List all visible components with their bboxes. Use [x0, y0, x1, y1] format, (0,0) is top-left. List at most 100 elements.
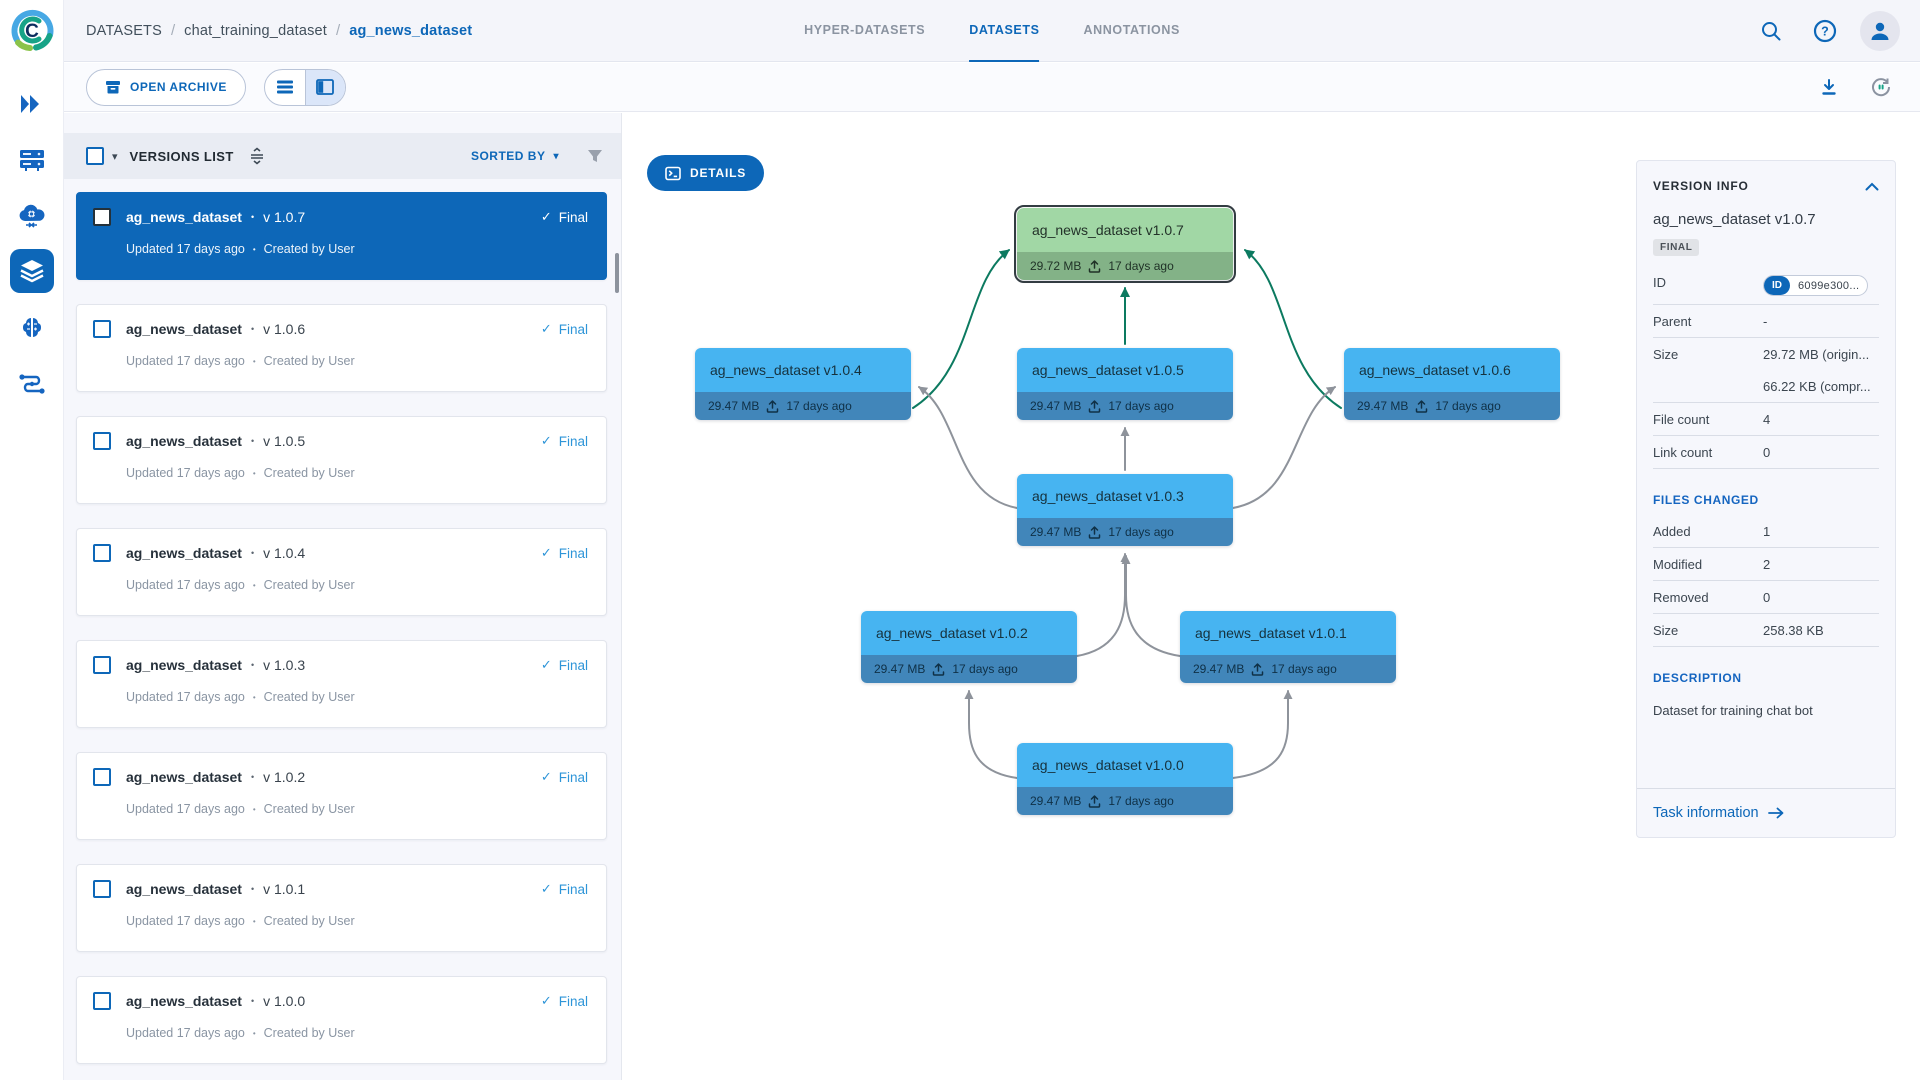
- updated-text: Updated 17 days ago: [126, 802, 245, 816]
- breadcrumb-item[interactable]: ag_news_dataset: [349, 22, 473, 39]
- version-status-label: Final: [558, 545, 588, 561]
- version-checkbox[interactable]: [93, 768, 111, 786]
- chevrons-icon: [21, 95, 39, 113]
- node-age: 17 days ago: [1108, 525, 1174, 539]
- breadcrumb-separator: /: [171, 22, 176, 39]
- sidebar-item-workers[interactable]: [12, 140, 52, 180]
- breadcrumb-item[interactable]: DATASETS: [86, 22, 162, 39]
- split-view-button[interactable]: [304, 69, 345, 105]
- sidebar-item-projects[interactable]: [12, 84, 52, 124]
- version-card-row: ag_news_dataset•v 1.0.6✓Final: [93, 320, 588, 338]
- svg-text:?: ?: [1821, 25, 1829, 39]
- tab-annotations[interactable]: ANNOTATIONS: [1083, 23, 1180, 37]
- auto-refresh-button[interactable]: [1862, 68, 1900, 106]
- upload-icon-wrap: [1088, 399, 1101, 413]
- info-label: Modified: [1653, 557, 1703, 572]
- version-info-name: ag_news_dataset v1.0.7: [1653, 211, 1816, 228]
- select-all-checkbox[interactable]: [86, 147, 104, 165]
- user-avatar[interactable]: [1860, 11, 1900, 51]
- version-number: v 1.0.0: [263, 993, 306, 1009]
- version-checkbox[interactable]: [93, 432, 111, 450]
- row-density-button[interactable]: [248, 147, 266, 165]
- help-button[interactable]: ?: [1806, 12, 1844, 50]
- version-number: v 1.0.7: [263, 209, 306, 225]
- tab-hyper-datasets[interactable]: HYPER-DATASETS: [804, 23, 926, 37]
- version-status-label: Final: [558, 209, 588, 225]
- table-view-button[interactable]: [265, 70, 305, 105]
- sorted-by-label: SORTED BY: [470, 149, 546, 163]
- archive-icon: [106, 81, 120, 94]
- creator-text: Created by User: [263, 802, 355, 816]
- dot-separator: •: [250, 884, 255, 894]
- task-information-link[interactable]: Task information: [1637, 788, 1895, 837]
- version-number: v 1.0.3: [263, 657, 306, 673]
- version-checkbox[interactable]: [93, 880, 111, 898]
- version-number: v 1.0.4: [263, 545, 306, 561]
- info-label: Size: [1653, 347, 1679, 362]
- updated-text: Updated 17 days ago: [126, 1026, 245, 1040]
- table-view-icon: [276, 80, 293, 94]
- creator-text: Created by User: [263, 466, 355, 480]
- version-checkbox[interactable]: [93, 320, 111, 338]
- sidebar-item-dataops[interactable]: [12, 196, 52, 236]
- node-size: 29.47 MB: [1357, 399, 1409, 413]
- version-checkbox[interactable]: [93, 992, 111, 1010]
- clearml-logo[interactable]: C: [6, 4, 58, 56]
- node-label: ag_news_dataset v1.0.1: [1180, 611, 1396, 655]
- version-checkbox[interactable]: [93, 656, 111, 674]
- collapse-panel-icon[interactable]: [1865, 182, 1879, 191]
- info-row: Size 29.72 MB (origin...66.22 KB (compr..…: [1653, 338, 1879, 403]
- list-scrollbar[interactable]: [615, 253, 619, 293]
- version-status-badge: ✓Final: [541, 321, 588, 337]
- version-card-row: ag_news_dataset•v 1.0.5✓Final: [93, 432, 588, 450]
- version-info-title: VERSION INFO: [1653, 179, 1749, 193]
- download-button[interactable]: [1810, 68, 1848, 106]
- sidebar-item-pipelines[interactable]: [12, 364, 52, 404]
- version-checkbox[interactable]: [93, 208, 111, 226]
- sidebar-item-datasets[interactable]: [10, 249, 54, 293]
- download-icon: [1822, 79, 1836, 95]
- search-button[interactable]: [1752, 12, 1790, 50]
- info-label: File count: [1653, 412, 1710, 427]
- version-meta: Updated 17 days ago•Created by User: [93, 466, 588, 480]
- version-checkbox[interactable]: [93, 544, 111, 562]
- creator-text: Created by User: [263, 578, 355, 592]
- node-size: 29.47 MB: [874, 662, 926, 676]
- tab-datasets[interactable]: DATASETS: [969, 0, 1040, 62]
- sorted-by-dropdown[interactable]: SORTED BY ▾: [471, 149, 559, 163]
- select-all-caret-icon[interactable]: ▾: [112, 150, 118, 163]
- version-meta: Updated 17 days ago•Created by User: [93, 242, 588, 256]
- breadcrumb-item[interactable]: chat_training_dataset: [184, 22, 328, 39]
- version-status-badge: ✓Final: [541, 545, 588, 561]
- details-button[interactable]: DETAILS: [647, 155, 765, 191]
- creator-text: Created by User: [263, 690, 355, 704]
- sidebar-item-models[interactable]: [12, 308, 52, 348]
- info-value: 258.38 KB: [1763, 623, 1824, 638]
- lineage-edge-v102-v103: [1076, 553, 1130, 657]
- lineage-edge-v104-v107: [912, 249, 1010, 409]
- info-value: 29.72 MB (origin...66.22 KB (compr...: [1763, 347, 1879, 394]
- node-size: 29.47 MB: [1030, 399, 1082, 413]
- filter-button[interactable]: [587, 149, 603, 164]
- open-archive-button[interactable]: OPEN ARCHIVE: [86, 68, 246, 106]
